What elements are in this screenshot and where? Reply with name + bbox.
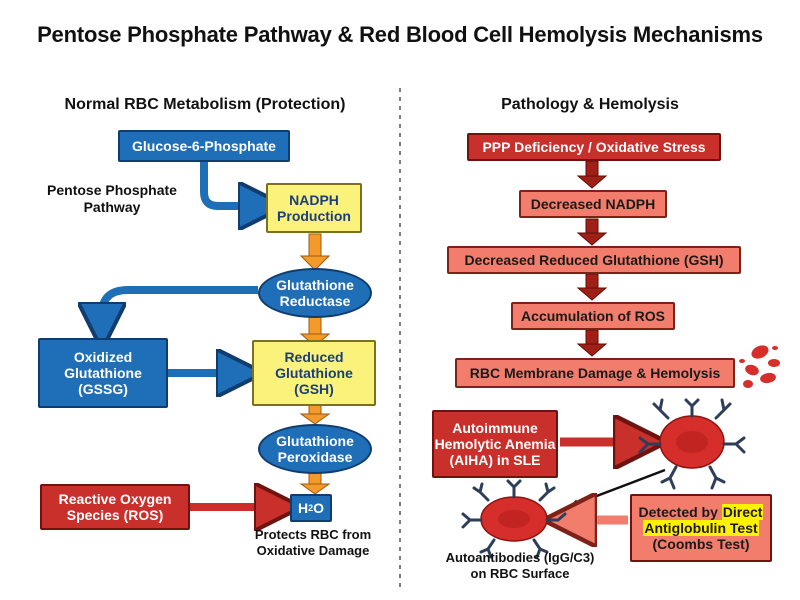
detected-pre: Detected by — [638, 503, 722, 520]
ppp-label-line1: Pentose Phosphate — [47, 182, 177, 198]
gssg-line1: Oxidized — [73, 348, 133, 365]
glutathione-peroxidase-ellipse: Glutathione Peroxidase — [258, 424, 372, 474]
gssg-line3: (GSSG) — [78, 381, 128, 398]
nadph-box: NADPH Production — [266, 183, 362, 233]
ros-line2: Species (ROS) — [66, 507, 164, 523]
aiha-line3: (AIHA) in SLE — [449, 452, 541, 469]
ros-box: Reactive Oxygen Species (ROS) — [40, 484, 190, 530]
gsh-line2: Glutathione — [275, 364, 353, 381]
gpx-line2: Peroxidase — [277, 449, 353, 465]
decreased-gsh-box: Decreased Reduced Glutathione (GSH) — [447, 246, 741, 274]
gpx-line1: Glutathione — [276, 432, 354, 449]
aiha-line2: Hemolytic Anemia — [434, 435, 556, 452]
ppp-label-line2: Pathway — [83, 198, 141, 215]
arrow-right-chain — [576, 160, 608, 357]
glutathione-reductase-ellipse: Glutathione Reductase — [258, 268, 372, 318]
gr-line2: Reductase — [279, 293, 351, 309]
autoantibodies-line1: Autoantibodies (IgG/C3) — [445, 550, 595, 565]
ppp-label: Pentose Phosphate Pathway — [32, 182, 192, 216]
gr-line1: Glutathione — [276, 276, 354, 293]
aiha-line1: Autoimmune — [452, 419, 538, 436]
arrow-gpx-to-h2o — [299, 471, 331, 495]
detected-line3: (Coombs Test) — [652, 536, 750, 553]
arrow-gsh-to-gpx — [299, 403, 331, 425]
detected-highlight-antiglobulin: Antiglobulin Test — [643, 519, 759, 536]
h2o-subscript: 2 — [308, 502, 314, 513]
gssg-line2: Glutathione — [64, 364, 142, 381]
gsh-line3: (GSH) — [294, 381, 334, 398]
gsh-line1: Reduced — [284, 348, 344, 365]
decreased-nadph-box: Decreased NADPH — [519, 190, 667, 218]
detected-highlight-direct: Direct — [721, 503, 764, 520]
g6p-box: Glucose-6-Phosphate — [118, 130, 290, 162]
protects-line1: Protects RBC from — [254, 527, 372, 542]
ros-line1: Reactive Oxygen — [58, 490, 172, 507]
arrow-nadph-to-gr — [299, 233, 331, 271]
hemolysis-fragments-icon — [739, 345, 780, 388]
accumulation-ros-box: Accumulation of ROS — [511, 302, 675, 330]
protects-label: Protects RBC from Oxidative Damage — [238, 527, 388, 558]
detected-box: Detected by Direct Antiglobulin Test (Co… — [630, 494, 772, 562]
gsh-box: Reduced Glutathione (GSH) — [252, 340, 376, 406]
protects-line2: Oxidative Damage — [256, 542, 370, 558]
right-heading: Pathology & Hemolysis — [501, 96, 679, 113]
aiha-box: Autoimmune Hemolytic Anemia (AIHA) in SL… — [432, 410, 558, 478]
membrane-damage-box: RBC Membrane Damage & Hemolysis — [455, 358, 735, 388]
nadph-line1: NADPH — [289, 191, 339, 208]
gssg-box: Oxidized Glutathione (GSSG) — [38, 338, 168, 408]
h2o-o: O — [313, 499, 325, 516]
antibody-coated-rbc-icon — [638, 398, 746, 490]
arrow-g6p-to-nadph — [200, 160, 262, 206]
autoantibodies-label: Autoantibodies (IgG/C3) on RBC Surface — [430, 550, 610, 581]
left-heading: Normal RBC Metabolism (Protection) — [64, 96, 346, 113]
page-title: Pentose Phosphate Pathway & Red Blood Ce… — [37, 22, 763, 47]
small-antibody-coated-rbc-icon — [461, 479, 567, 559]
detected-line2: Antiglobulin Test — [643, 519, 759, 536]
detected-line1: Detected by Direct — [638, 503, 764, 520]
nadph-line2: Production — [277, 208, 351, 224]
h2o-h: H — [297, 499, 309, 516]
arrow-gr-to-gssg — [102, 286, 258, 326]
ppp-deficiency-box: PPP Deficiency / Oxidative Stress — [467, 133, 721, 161]
autoantibodies-line2: on RBC Surface — [470, 565, 570, 581]
